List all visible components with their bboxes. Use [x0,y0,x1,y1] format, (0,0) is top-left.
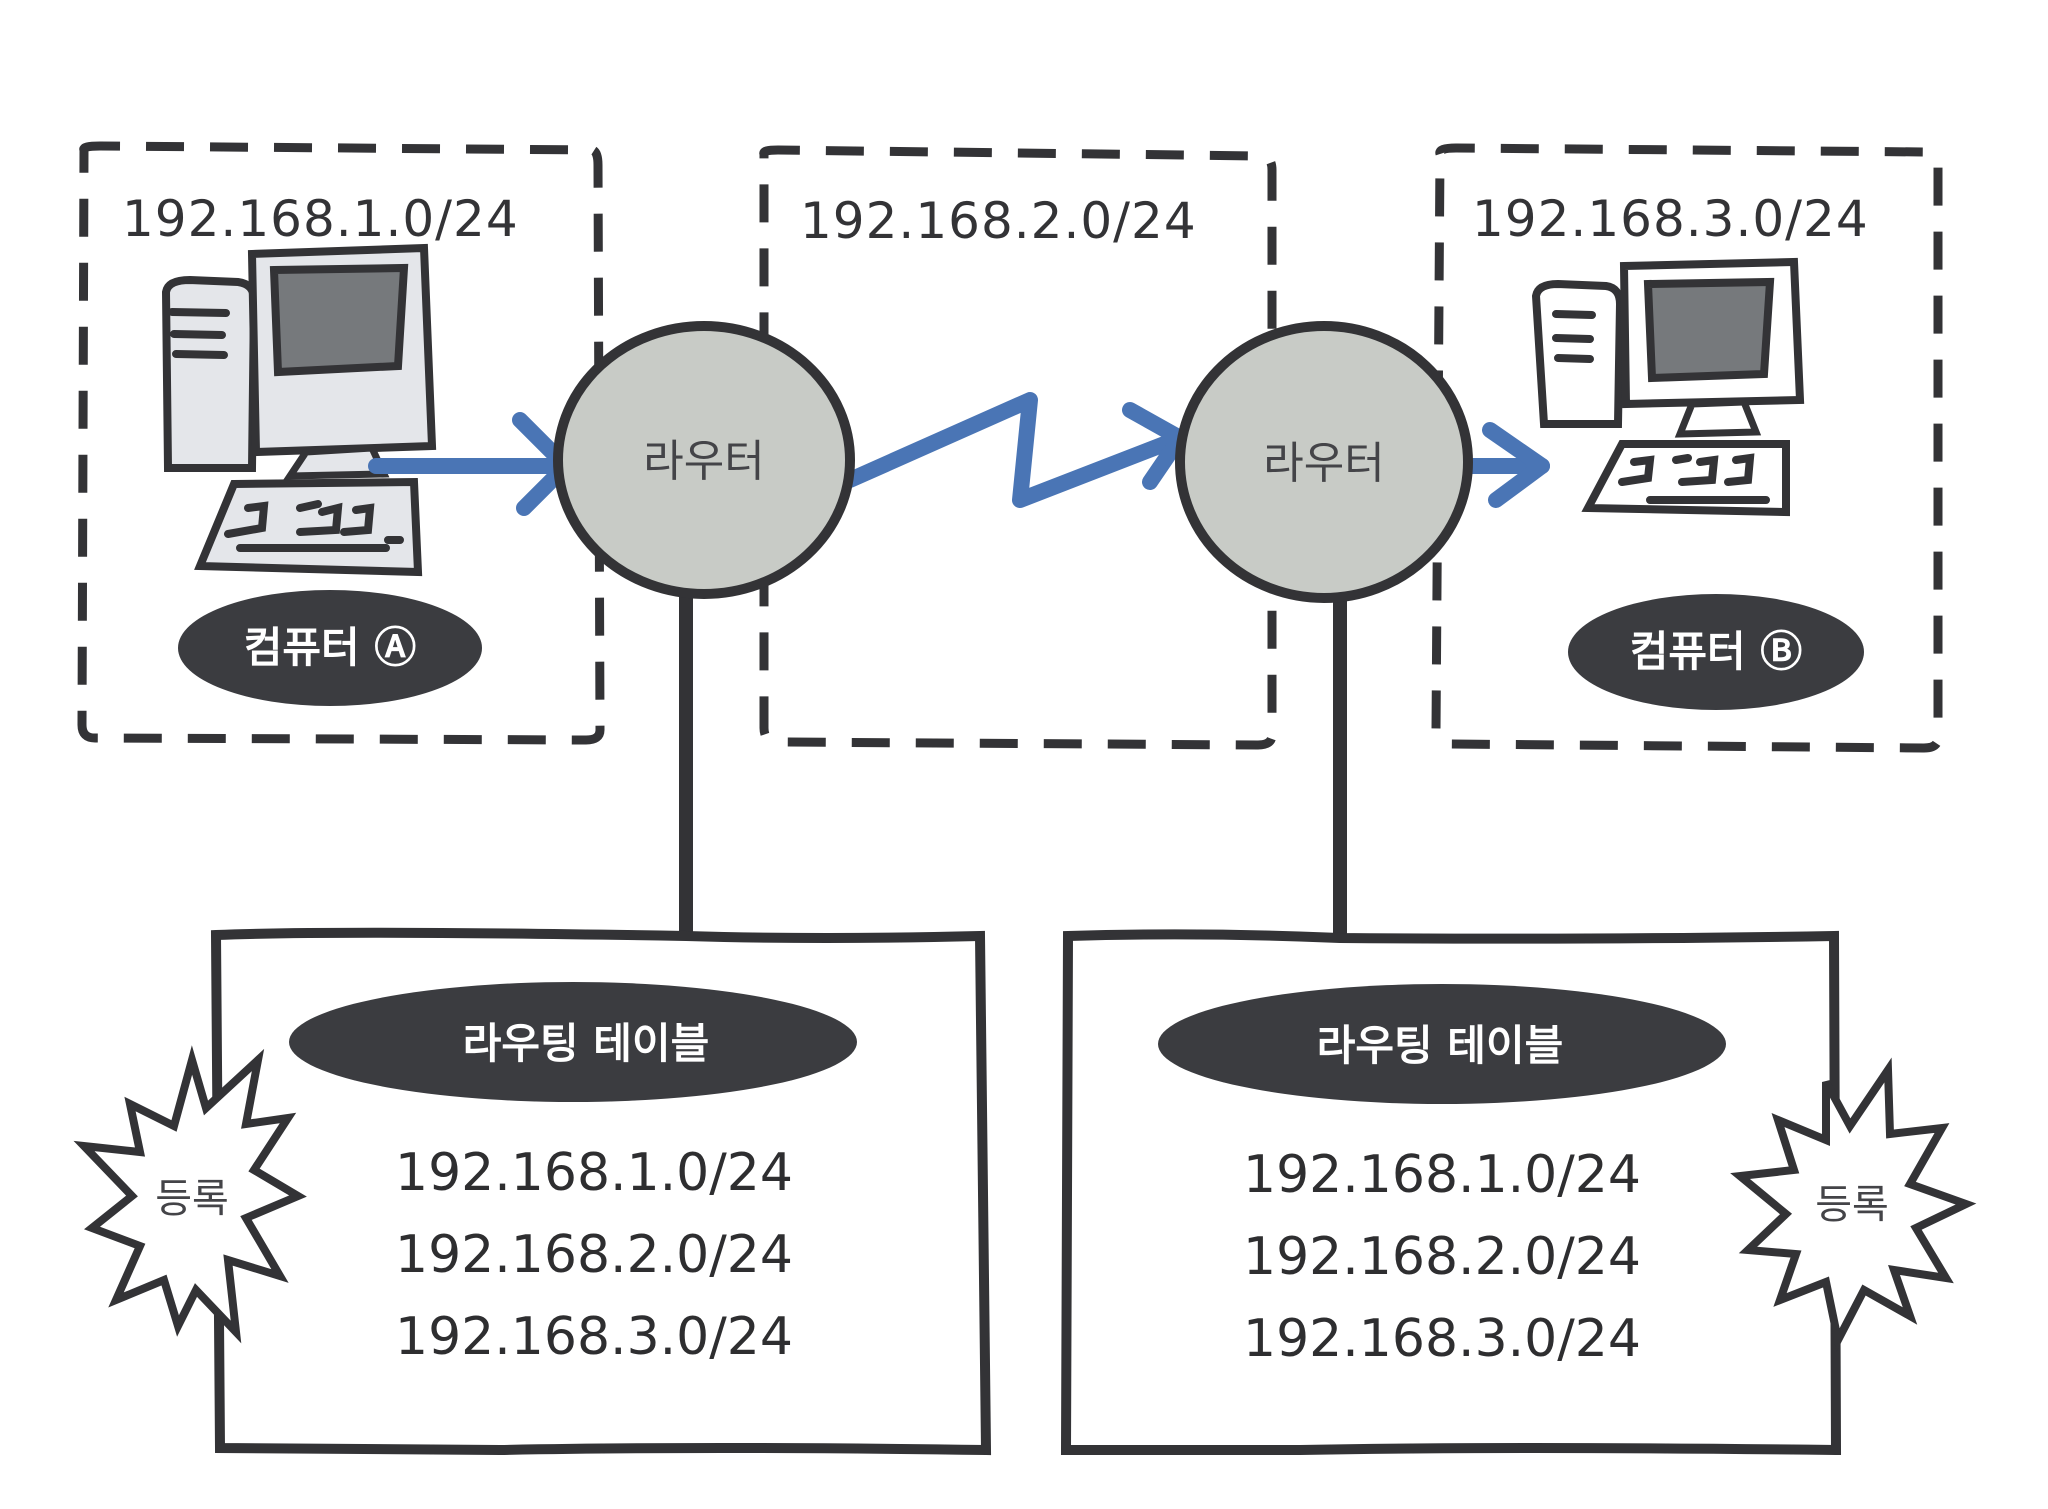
computer-label-pill [1568,594,1864,710]
registered-burst-1: 등록 [73,1045,307,1344]
computer-b[interactable]: 컴퓨터 Ⓑ [1531,257,1864,710]
subnet-label: 192.168.3.0/24 [1472,190,1869,248]
packet-arrow-3 [1452,422,1550,508]
route-entry: 192.168.2.0/24 [395,1225,793,1285]
router-icon [553,321,855,599]
packet-arrow-2 [842,392,1188,508]
subnet-label: 192.168.1.0/24 [122,190,519,248]
routing-table-title-pill [1158,984,1726,1104]
registered-label: 등록 [1815,1182,1889,1228]
route-entry: 192.168.2.0/24 [1243,1227,1641,1287]
routing-table-1: 라우팅 테이블 192.168.1.0/24 192.168.2.0/24 19… [210,927,992,1456]
computer-label-pill [178,590,482,706]
subnet-box-3: 192.168.3.0/24 [1431,143,1943,753]
router-icon [1175,321,1473,603]
routing-table-title-pill [289,982,857,1102]
registered-burst-2: 등록 [1730,1057,1977,1352]
router-1[interactable]: 라우터 [553,321,855,599]
routing-table-title: 라우팅 테이블 [463,1019,709,1068]
desktop-computer-icon [1531,257,1805,517]
subnet-label: 192.168.2.0/24 [800,192,1197,250]
route-entry: 192.168.3.0/24 [1243,1309,1641,1369]
subnet-box-1: 192.168.1.0/24 [77,141,605,745]
subnet-box-2: 192.168.2.0/24 [759,145,1277,750]
route-entry: 192.168.1.0/24 [1243,1145,1641,1205]
route-entry: 192.168.3.0/24 [395,1307,793,1367]
routing-table-2: 라우팅 테이블 192.168.1.0/24 192.168.2.0/24 19… [1060,929,1842,1456]
routing-table-title: 라우팅 테이블 [1317,1021,1563,1070]
computer-a[interactable]: 컴퓨터 Ⓐ [161,243,482,706]
route-entry: 192.168.1.0/24 [395,1143,793,1203]
router-label: 라우터 [643,436,764,487]
router-label: 라우터 [1263,438,1384,489]
registered-label: 등록 [155,1176,229,1222]
router-2[interactable]: 라우터 [1175,321,1473,603]
desktop-computer-icon [161,243,437,577]
computer-label: 컴퓨터 Ⓑ [1630,627,1803,676]
computer-label: 컴퓨터 Ⓐ [244,623,417,672]
